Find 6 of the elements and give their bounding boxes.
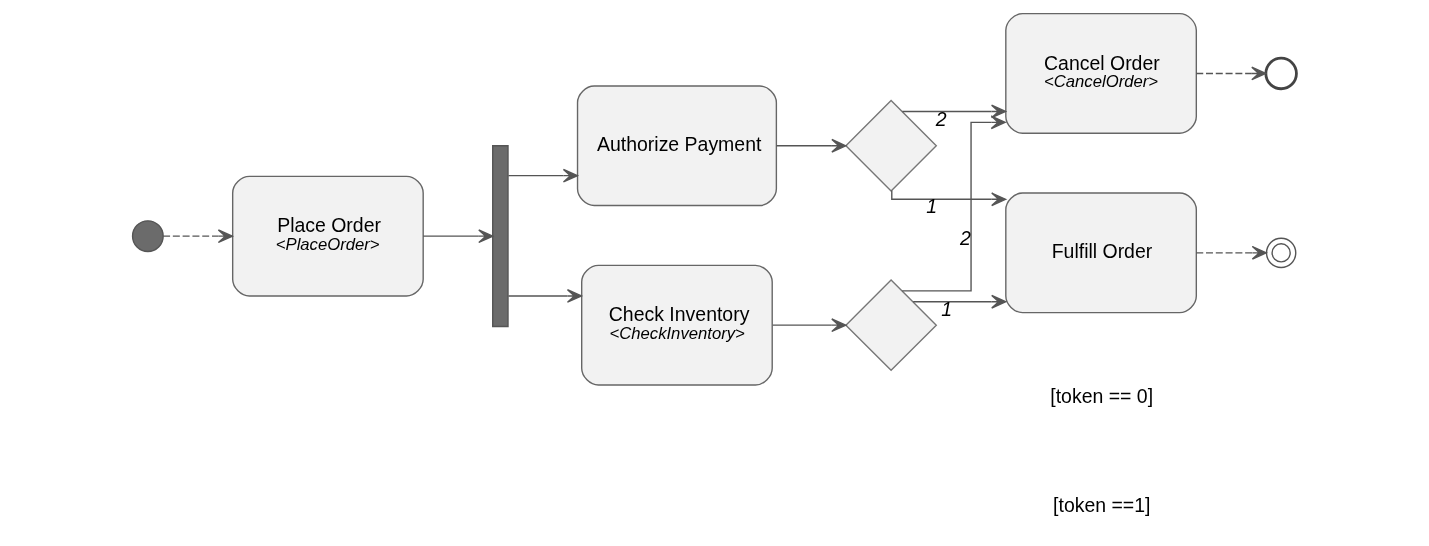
label: [token == 0]	[1050, 384, 1154, 407]
edge-label: 1	[941, 297, 953, 320]
edge-label: 1	[926, 195, 938, 218]
edge-label: 2	[959, 227, 971, 250]
edge-label: 2	[935, 107, 947, 130]
label: [token ==1]	[1053, 494, 1151, 517]
